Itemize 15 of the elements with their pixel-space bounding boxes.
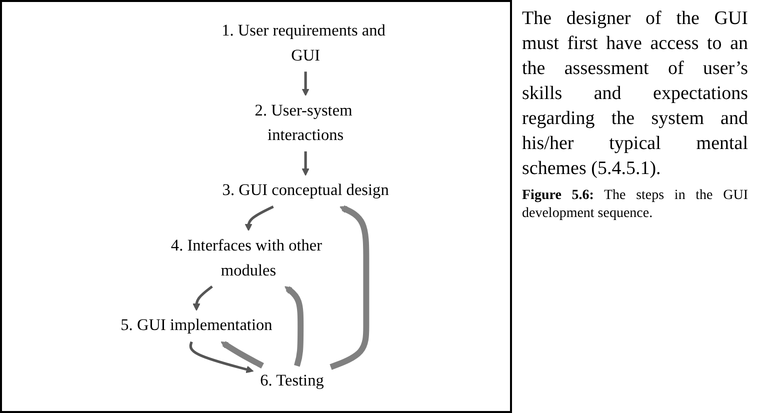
arrow: [302, 151, 310, 176]
arrow: [330, 205, 370, 370]
node-text: 5. GUI implementation: [120, 316, 272, 335]
arrow: [244, 206, 274, 232]
node-text: 3. GUI conceptual design: [222, 181, 389, 200]
arrow: [302, 72, 310, 96]
paragraph: The designer of the GUI must first have access to an the assessment of user’s skills and expectations regarding the system and his/her typical mental schemes (5.4.5.1).: [522, 7, 748, 181]
node-text: 1. User requirements and GUI: [222, 22, 386, 64]
figure-caption: Figure 5.6: The steps in the GUI development sequence.: [522, 187, 748, 223]
node-text: 4. Interfaces with other modules: [170, 236, 322, 280]
node-text: 2. User-system interactions: [254, 102, 352, 144]
node-text: 6. Testing: [260, 372, 324, 390]
arrow: [192, 285, 213, 311]
arrow: [220, 341, 264, 368]
arrow: [284, 286, 304, 367]
